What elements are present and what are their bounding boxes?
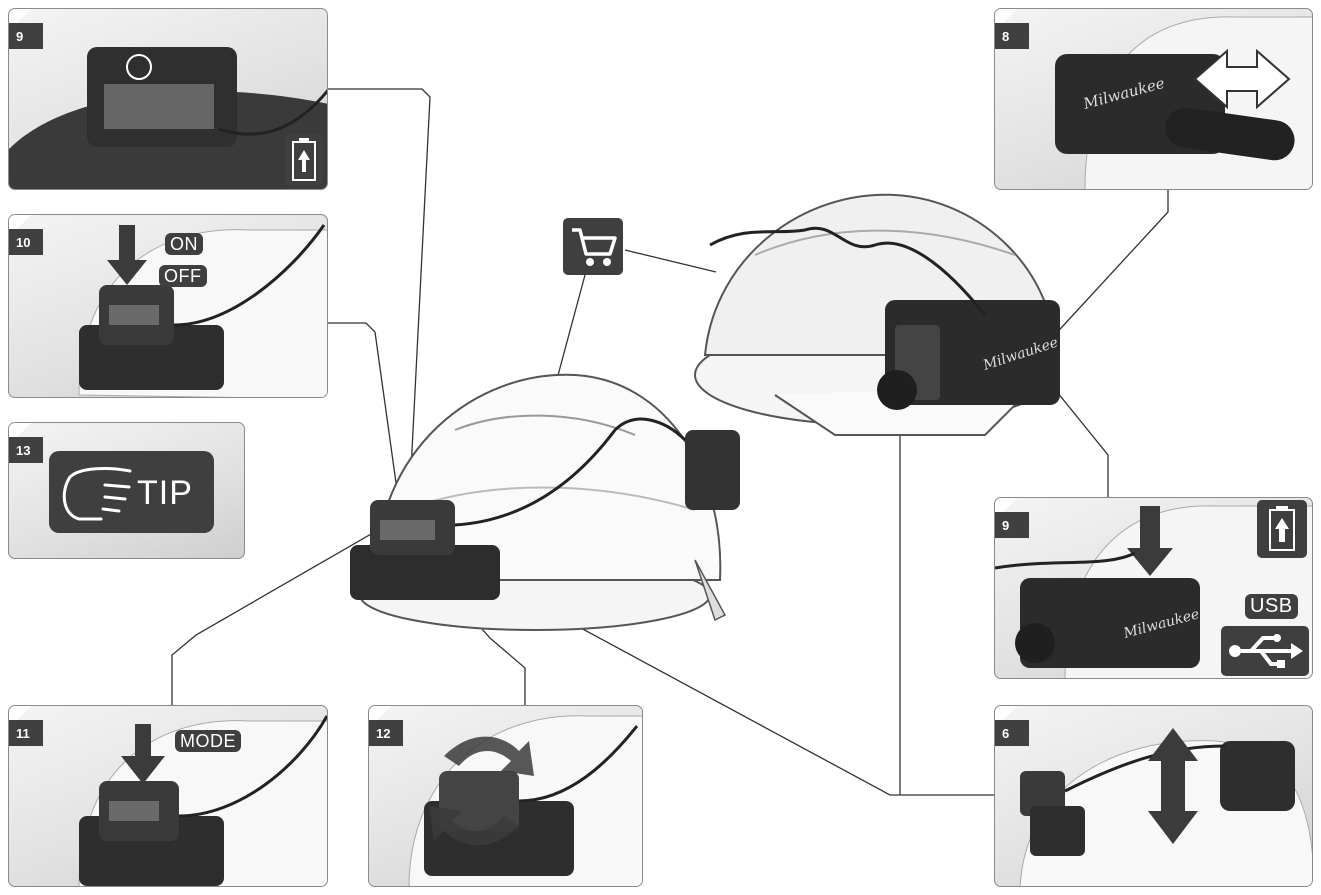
panel-number: 9 — [995, 512, 1029, 538]
panel-6-illustration — [1019, 728, 1312, 886]
panel-number: 12 — [369, 720, 403, 746]
panel-number: 9 — [9, 23, 43, 49]
panel-12-illustration — [408, 715, 642, 886]
panel-6-headband-adjust: 6 — [994, 705, 1313, 887]
leader-line-10 — [328, 322, 398, 491]
panel-9-charging-indicator: 9 — [8, 8, 328, 190]
mode-label: MODE — [175, 730, 241, 752]
panel-number: 6 — [995, 720, 1029, 746]
off-label: OFF — [159, 265, 207, 287]
usb-badge — [1221, 626, 1309, 676]
panel-13-tip: 13 TIP — [8, 422, 245, 559]
panel-8-illustration: Milwaukee — [1055, 16, 1312, 189]
leader-line-8 — [1049, 190, 1169, 341]
panel-number: 10 — [9, 229, 43, 255]
battery-badge — [1257, 500, 1307, 558]
panel-8-battery-pack-mount: Milwaukee 8 — [994, 8, 1313, 190]
panel-11-illustration — [78, 715, 327, 886]
accessory-cart-badge — [563, 218, 623, 275]
battery-charge-icon — [1269, 506, 1295, 551]
on-label: ON — [165, 233, 203, 255]
panel-12-tilt-adjust: 12 — [368, 705, 643, 887]
panel-10-illustration — [78, 224, 327, 397]
leader-line-6a — [491, 579, 995, 796]
usb-icon — [1229, 634, 1303, 668]
leader-line-11 — [171, 521, 393, 705]
leader-line-cart-back — [624, 249, 717, 273]
panel-9-usb-charging: Milwaukee 9 USB — [994, 497, 1313, 679]
tip-badge: TIP — [49, 451, 214, 533]
tip-label: TIP — [137, 474, 193, 512]
panel-10-power-button: 10 ON OFF — [8, 214, 328, 398]
panel-number: 13 — [9, 437, 43, 463]
battery-badge — [285, 134, 323, 186]
shopping-cart-icon — [572, 228, 617, 266]
hand-pointing-icon — [62, 467, 132, 521]
back-helmet-illustration: Milwaukee — [694, 193, 1060, 436]
battery-charge-icon — [292, 138, 316, 181]
panel-number: 11 — [9, 720, 43, 746]
usb-label: USB — [1245, 594, 1298, 619]
panel-11-mode-button: 11 MODE — [8, 705, 328, 887]
front-helmet-illustration — [350, 373, 740, 631]
leader-line-9a — [328, 88, 431, 491]
panel-9-illustration — [9, 47, 327, 189]
panel-number: 8 — [995, 23, 1029, 49]
